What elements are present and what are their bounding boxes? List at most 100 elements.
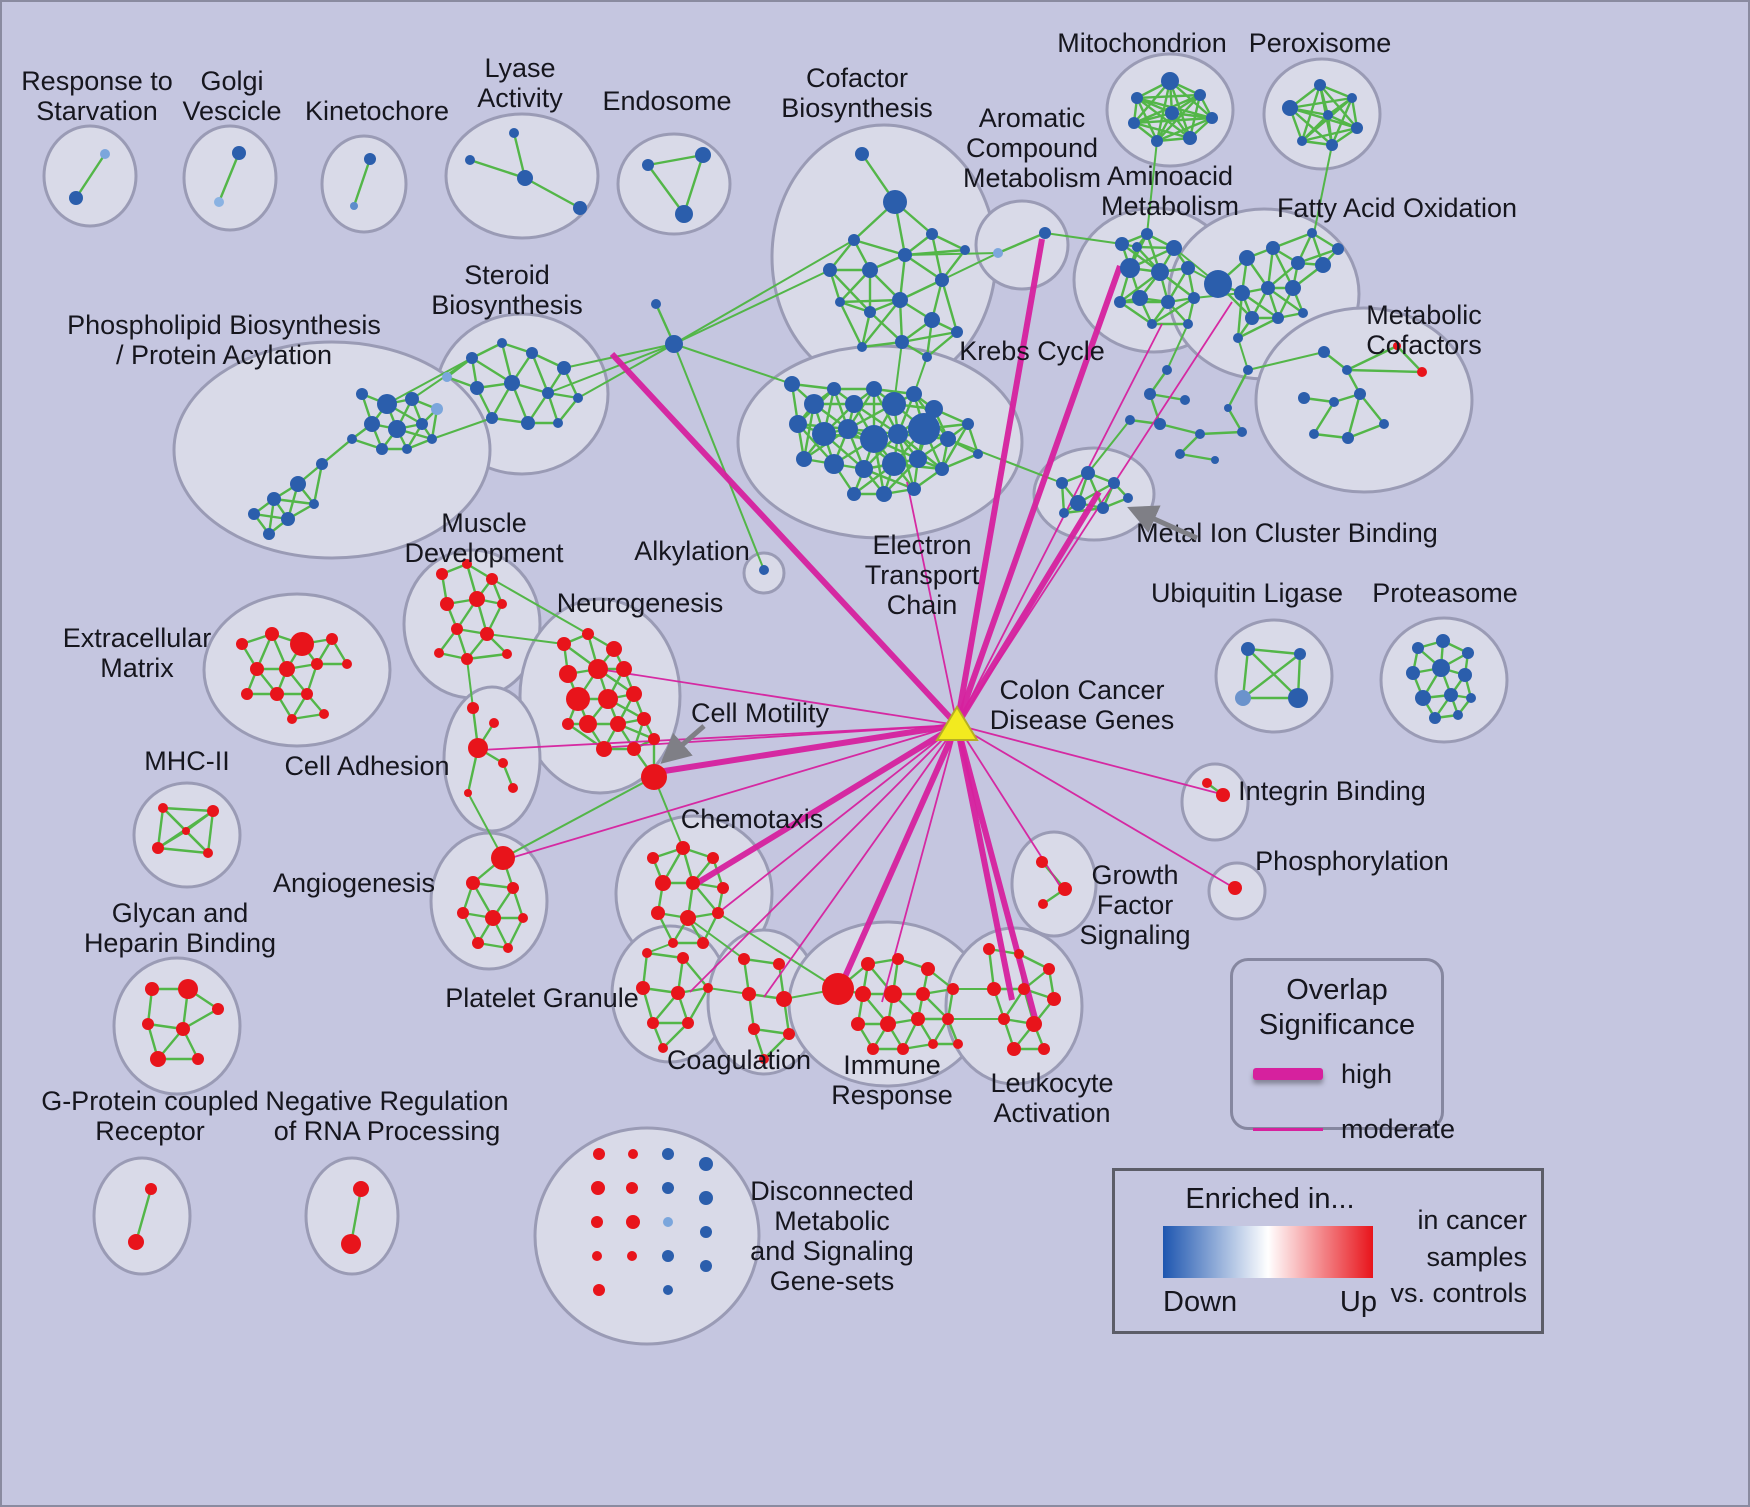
gene-set-node-electron-transport-chain [845,395,863,413]
gene-set-node-phospholipid-biosynthesis [248,508,260,520]
gene-set-node-muscle-development [440,597,454,611]
gene-set-node-immune-response [822,973,854,1005]
gene-set-node-phospholipid-biosynthesis [267,492,281,506]
gene-set-node-metabolic-cofactors [1309,429,1319,439]
gene-set-node-disconnected-gene-sets [626,1182,638,1194]
edge-peroxisome [1289,96,1353,110]
gene-set-node-electron-transport-chain [860,425,888,453]
gene-set-node-glycan-heparin-binding [192,1053,204,1065]
overlap-edge-moderate [597,668,958,726]
gene-set-node-muscle-development [497,599,507,609]
gene-set-node-extracellular-matrix [270,687,284,701]
gene-set-node-metabolic-cofactors [1417,367,1427,377]
gene-set-node-neurogenesis [641,764,667,790]
edge-lyase-activity [524,176,581,210]
overlap-edge-moderate [906,481,958,726]
inter-cluster-edge [491,578,589,635]
gene-set-node-phospholipid-biosynthesis [377,394,397,414]
gene-set-node-mhc-ii [158,803,168,813]
overlap-edge-high [657,722,958,775]
gene-set-node-disconnected-gene-sets [663,1217,673,1227]
gene-set-node-glycan-heparin-binding [176,1022,190,1036]
gene-set-node-fatty-acid-oxidation [1204,270,1232,298]
edge-leukocyte-activation [1003,988,1025,1020]
gene-set-node-cofactor-biosynthesis [922,352,932,362]
gene-set-node-aromatic-compound-metabolism [993,248,1003,258]
inter-cluster-edge [386,357,473,405]
legend-high-label: high [1341,1058,1393,1089]
legend-enrichment: Enriched in... Down Up in cancer samples… [1112,1168,1544,1334]
gene-set-node-electron-transport-chain [925,400,943,418]
gene-set-node-mhc-ii [182,827,190,835]
gene-set-node-fatty-acid-oxidation [1291,256,1305,270]
gene-set-node-chemotaxis [655,875,671,891]
gene-set-node-neurogenesis [557,637,571,651]
gene-set-node-proteasome [1432,659,1450,677]
gene-set-node-cofactor-biosynthesis [835,297,845,307]
gene-set-node-disconnected-gene-sets [628,1149,638,1159]
gene-set-node-mitochondrion [1151,135,1163,147]
gene-set-node-cell-adhesion [464,789,472,797]
gene-set-node-disconnected-gene-sets [591,1181,605,1195]
label-platelet-granule: Platelet Granule [445,983,639,1013]
gene-set-node-phospholipid-biosynthesis [364,416,380,432]
gene-set-node-angiogenesis [518,913,528,923]
edge-cofactor-biosynthesis [853,238,906,257]
edge-metabolic-cofactors [1347,422,1385,440]
edge-ubiquitin-ligase [1247,647,1301,656]
gene-set-node-cofactor-biosynthesis [951,326,963,338]
inter-cluster-edge [687,917,745,960]
gene-set-node-mitochondrion [1194,89,1206,101]
gene-set-node-peroxisome [1323,110,1333,120]
cluster-area-aromatic-compound-metabolism [974,199,1070,291]
gene-set-node-satellite-nodes [1154,418,1166,430]
gene-set-node-metal-ion-cluster-binding [1108,477,1120,489]
gene-set-node-muscle-development [469,591,485,607]
edge-mitochondrion [1133,80,1171,124]
label-mhc-ii: MHC-II [144,746,229,776]
gene-set-node-fatty-acid-oxidation [1234,285,1250,301]
label-peroxisome: Peroxisome [1249,28,1392,58]
gene-set-node-immune-response [892,953,904,965]
gene-set-node-angiogenesis [466,876,480,890]
gene-set-node-mitochondrion [1206,112,1218,124]
gene-set-node-mitochondrion [1165,106,1179,120]
gene-set-node-fatty-acid-oxidation [1307,228,1317,238]
edge-cofactor-biosynthesis [904,254,943,281]
gene-set-node-electron-transport-chain [827,382,841,396]
edge-cofactor-biosynthesis [931,232,966,252]
gene-set-node-cofactor-biosynthesis [935,273,949,287]
gene-set-node-metabolic-cofactors [1393,342,1401,350]
gene-set-node-neurogenesis [626,686,642,702]
gene-set-node-angiogenesis [503,943,513,953]
edge-mhc-ii [162,807,187,832]
edge-mhc-ii [157,846,209,855]
cluster-area-negative-regulation-rna-processing [304,1156,400,1276]
edge-response-to-starvation [74,153,107,199]
edge-platelet-granule [686,987,710,1024]
overlap-edge-high [837,723,960,990]
edge-satellite-nodes [1226,369,1250,409]
gene-set-node-electron-transport-chain [784,376,800,392]
gene-set-node-steroid-biosynthesis [557,361,571,375]
gene-set-node-coagulation [773,958,785,970]
gene-set-node-leukocyte-activation [987,982,1001,996]
gene-set-node-neurogenesis [596,741,612,757]
gene-set-node-cell-adhesion [467,702,479,714]
gene-set-node-cofactor-biosynthesis [892,292,908,308]
gene-set-node-satellite-nodes [1237,427,1247,437]
gene-set-node-lyase-activity [517,170,533,186]
inter-cluster-edge [941,252,999,281]
gene-set-node-disconnected-gene-sets [627,1251,637,1261]
gene-set-node-chemotaxis [680,910,696,926]
edge-peroxisome [1300,84,1322,142]
edge-metabolic-cofactors [1346,393,1362,439]
gene-set-node-immune-response [953,1039,963,1049]
gene-set-node-chemotaxis [717,882,729,894]
legend-up-label: Up [1339,1286,1377,1318]
gene-set-node-aminoacid-metabolism [1115,237,1129,251]
